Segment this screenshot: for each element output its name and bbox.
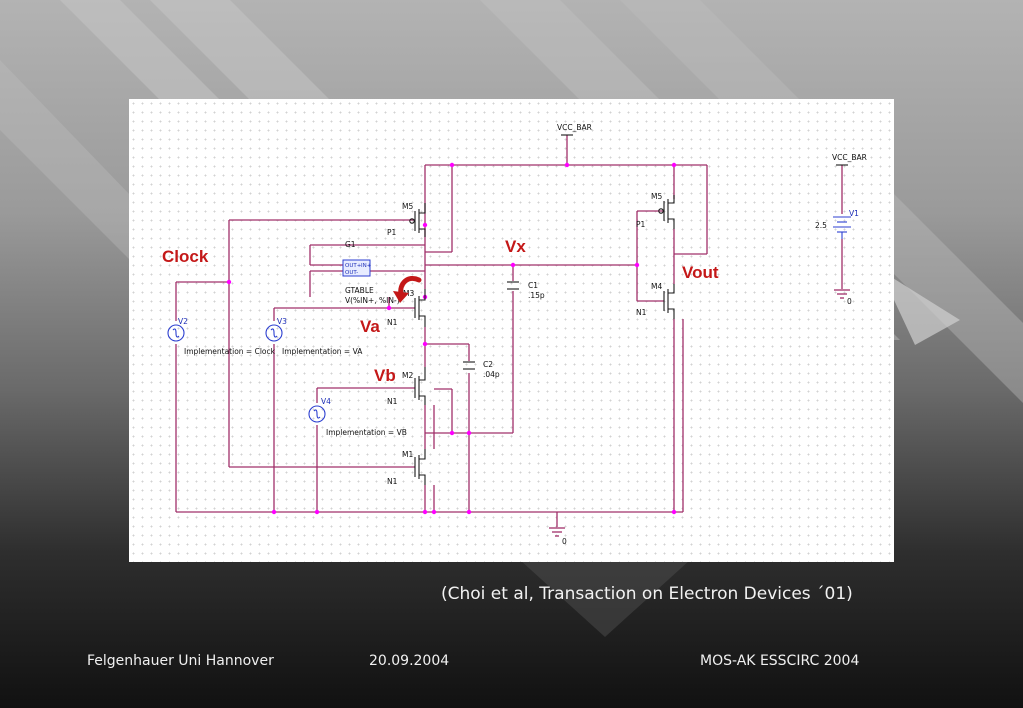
footer-date: 20.09.2004 <box>369 653 450 669</box>
source-v3: V3 Implementation = VA <box>265 317 363 356</box>
m4-type: N1 <box>636 308 647 317</box>
m5-right-name: M5 <box>651 192 662 201</box>
transistor-m4: M4 N1 <box>636 282 675 319</box>
m1-type: N1 <box>387 477 398 486</box>
vcc-label-top: VCC_BAR <box>557 123 592 136</box>
source-v1: V1 2.5 <box>815 209 859 239</box>
m2-type: N1 <box>387 397 398 406</box>
v4-name: V4 <box>321 397 331 406</box>
v2-impl: Implementation = Clock <box>184 347 276 356</box>
ground-right-label: 0 <box>847 297 852 306</box>
footer-conference: MOS-AK ESSCIRC 2004 <box>700 653 860 669</box>
va-annotation: Va <box>360 317 380 336</box>
vout-annotation: Vout <box>682 263 719 282</box>
c2-name: C2 <box>483 360 493 369</box>
ground-symbol-bottom: 0 <box>549 527 567 546</box>
m5-left-type: P1 <box>387 228 397 237</box>
source-v2: V2 Implementation = Clock <box>167 317 276 356</box>
vx-annotation: Vx <box>505 237 526 256</box>
circuit-schematic: M5 P1 M5 P1 M3 N1 M4 N1 <box>129 99 894 562</box>
citation-caption: (Choi et al, Transaction on Electron Dev… <box>441 584 853 604</box>
clock-annotation: Clock <box>162 247 209 266</box>
m2-name: M2 <box>402 371 413 380</box>
v1-value: 2.5 <box>815 221 827 230</box>
vb-annotation: Vb <box>374 366 396 385</box>
vcc-top-text: VCC_BAR <box>557 123 592 132</box>
v3-name: V3 <box>277 317 287 326</box>
footer-author: Felgenhauer Uni Hannover <box>87 653 274 669</box>
gtable-g1: OUT+ OUT- IN+ G1 GTABLE V(%IN+, %IN-) <box>342 240 400 305</box>
svg-text:OUT-: OUT- <box>345 270 358 276</box>
v2-name: V2 <box>178 317 188 326</box>
m5-right-type: P1 <box>636 220 646 229</box>
transistor-m5-right: M5 P1 <box>636 192 675 229</box>
curved-arrow-icon <box>393 276 422 303</box>
m3-type: N1 <box>387 318 398 327</box>
transistor-m5-left: M5 P1 <box>387 202 426 237</box>
ground-symbol-right: 0 <box>834 289 852 306</box>
wiring <box>175 135 843 527</box>
source-v4: V4 Implementation = VB <box>308 397 407 437</box>
capacitor-c1: C1 .15p <box>507 281 545 300</box>
junction-dots <box>226 162 677 515</box>
c1-name: C1 <box>528 281 538 290</box>
gtable-expr: V(%IN+, %IN-) <box>345 296 400 305</box>
m1-name: M1 <box>402 450 413 459</box>
gtable-name: G1 <box>345 240 356 249</box>
ground-bottom-label: 0 <box>562 537 567 546</box>
vcc-right-text: VCC_BAR <box>832 153 867 162</box>
transistor-m2: M2 N1 <box>387 367 426 406</box>
c2-value: .04p <box>483 370 500 379</box>
v4-impl: Implementation = VB <box>326 428 407 437</box>
v3-impl: Implementation = VA <box>282 347 363 356</box>
transistor-m3: M3 N1 <box>387 289 426 327</box>
m5-left-name: M5 <box>402 202 413 211</box>
transistor-m1: M1 N1 <box>387 449 426 486</box>
m3-name: M3 <box>403 289 414 298</box>
c1-value: .15p <box>528 291 545 300</box>
gtable-type: GTABLE <box>345 286 374 295</box>
v1-name: V1 <box>849 209 859 218</box>
svg-text:IN+: IN+ <box>361 263 372 269</box>
svg-text:OUT+: OUT+ <box>345 263 362 269</box>
m4-name: M4 <box>651 282 662 291</box>
capacitor-c2: C2 .04p <box>463 360 500 379</box>
vcc-label-right: VCC_BAR <box>832 153 867 166</box>
